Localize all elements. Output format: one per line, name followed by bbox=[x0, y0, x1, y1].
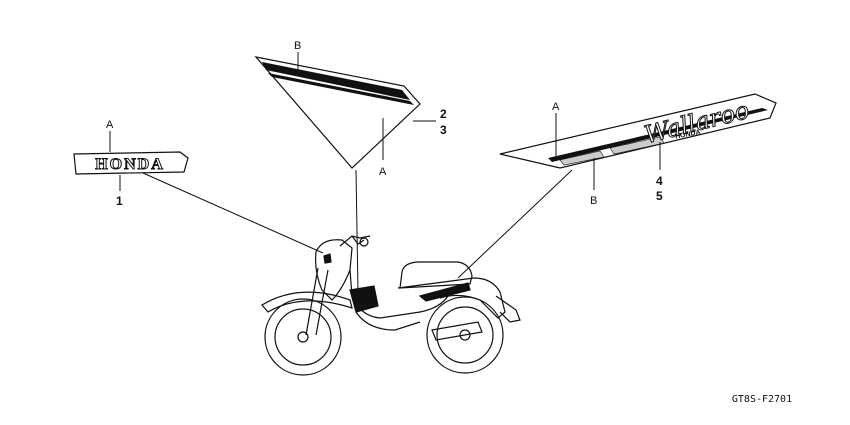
triangle-letter-a: A bbox=[379, 166, 387, 178]
rear-wheel-rim bbox=[436, 306, 494, 364]
rear-fender bbox=[495, 295, 521, 323]
rear-stripe-decal bbox=[418, 282, 471, 302]
handlebar bbox=[339, 235, 371, 247]
triangle-side-decal[interactable] bbox=[254, 56, 421, 169]
stripe-pointer-line bbox=[457, 169, 573, 279]
seat bbox=[399, 261, 473, 289]
triangle-pointer-line bbox=[355, 169, 359, 293]
honda-emblem-text: HONDA bbox=[95, 156, 165, 173]
stripe-decal-outline bbox=[499, 93, 777, 169]
motorcycle-illustration bbox=[261, 235, 521, 376]
side-panel-decal bbox=[349, 285, 379, 313]
front-fork bbox=[305, 267, 329, 336]
part-number-2: 2 bbox=[440, 107, 447, 121]
cowl-emblem-mark bbox=[323, 253, 332, 264]
triangle-decal-stripe-2 bbox=[268, 73, 414, 105]
body-stripe-decal[interactable]: Wallaroo HONDA bbox=[499, 93, 777, 169]
honda-emblem-letter-a: A bbox=[106, 119, 114, 131]
front-fender bbox=[261, 291, 353, 313]
stripe-decal-segment-2 bbox=[609, 136, 665, 155]
honda-emblem-pointer-line bbox=[142, 172, 324, 254]
triangle-decal-stripe bbox=[262, 62, 410, 100]
part-number-4: 4 bbox=[656, 174, 663, 188]
part-number-3: 3 bbox=[440, 123, 447, 137]
stripe-decal-band bbox=[548, 108, 768, 162]
honda-emblem-decal[interactable]: HONDA bbox=[73, 151, 189, 175]
mirror bbox=[359, 237, 369, 247]
front-wheel bbox=[264, 298, 342, 376]
muffler bbox=[431, 321, 483, 341]
stripe-script-logo: Wallaroo bbox=[641, 96, 752, 149]
stripe-honda-text: HONDA bbox=[675, 129, 701, 140]
rear-body bbox=[397, 277, 506, 319]
rear-wheel-hub bbox=[459, 329, 471, 341]
front-wheel-rim bbox=[274, 308, 332, 366]
rear-wheel bbox=[426, 296, 504, 374]
stripe-letter-b: B bbox=[590, 195, 597, 207]
part-number-1: 1 bbox=[116, 194, 123, 208]
diagram-code: GT8S-F2701 bbox=[732, 394, 792, 405]
front-wheel-hub bbox=[297, 331, 309, 343]
stripe-decal-segment bbox=[559, 150, 605, 166]
front-cowl bbox=[315, 239, 353, 301]
stripe-letter-a: A bbox=[552, 101, 560, 113]
triangle-letter-b: B bbox=[294, 40, 301, 52]
part-number-5: 5 bbox=[656, 189, 663, 203]
engine-cover bbox=[355, 311, 421, 331]
triangle-decal-outline bbox=[254, 56, 421, 169]
honda-emblem-outline bbox=[73, 151, 189, 175]
